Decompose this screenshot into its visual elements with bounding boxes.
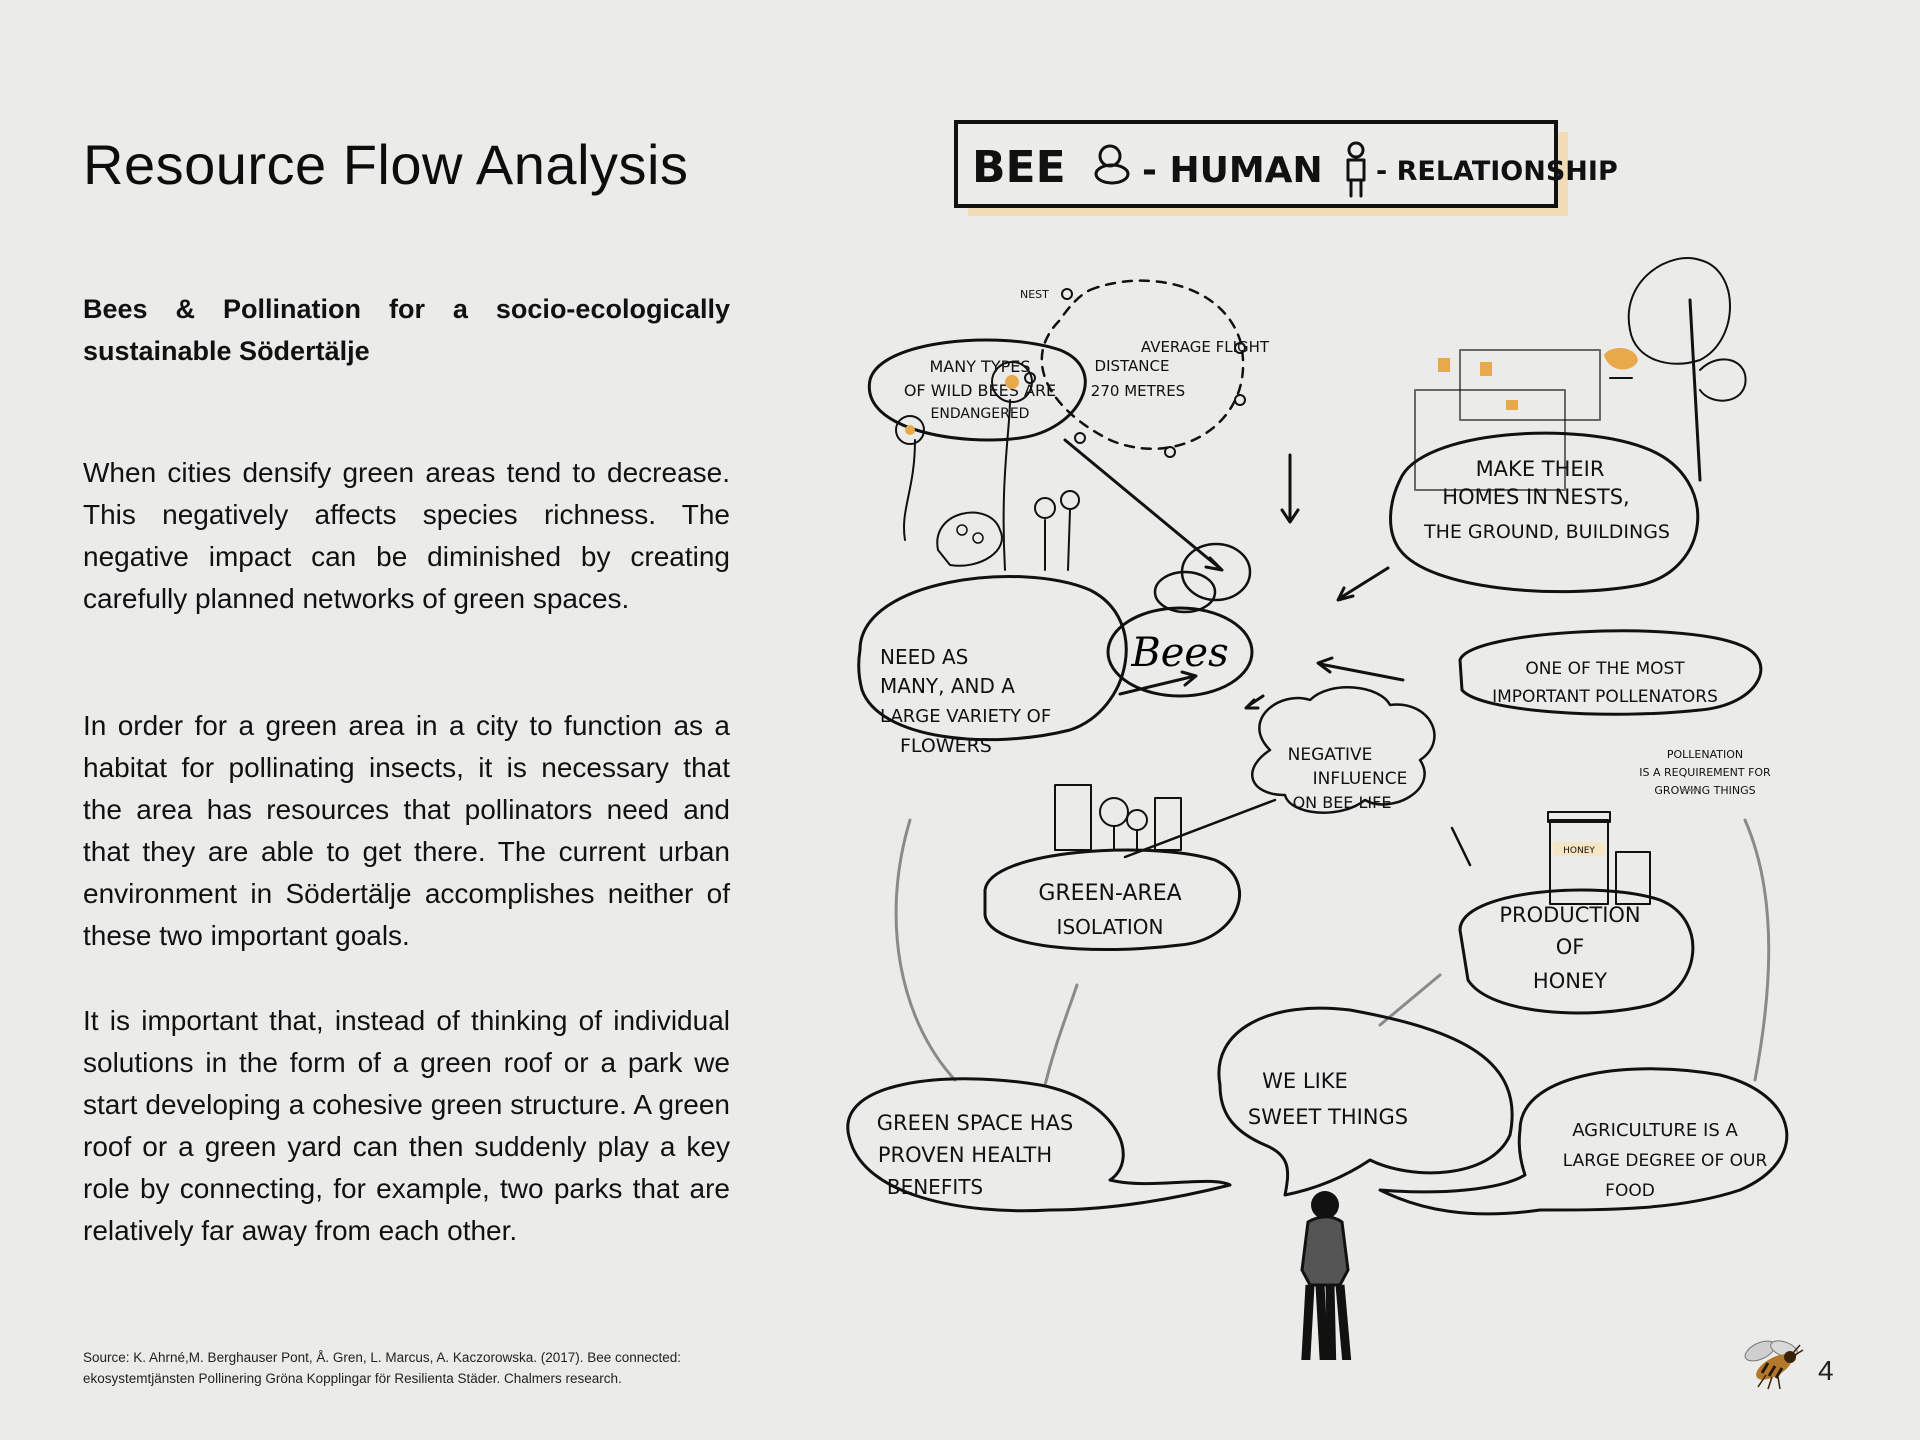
flowers-line-3: LARGE VARIETY OF	[880, 706, 1051, 727]
pollinators-line-2: IMPORTANT POLLENATORS	[1492, 687, 1718, 707]
honey-jars-sketch: HONEY	[1547, 811, 1651, 905]
arrows-to-bees	[1063, 438, 1472, 867]
pollenation-line-1: POLLENATION	[1667, 748, 1743, 761]
negative-influence-cloud: NEGATIVE INFLUENCE ON BEE LIFE	[1251, 686, 1436, 814]
diagram-title-human: - HUMAN	[1142, 150, 1323, 191]
pollinators-line-1: ONE OF THE MOST	[1525, 659, 1685, 679]
bees-center-node: Bees	[1106, 542, 1254, 698]
homes-line-2: HOMES IN NESTS,	[1442, 485, 1629, 509]
page-title: Resource Flow Analysis	[83, 133, 689, 196]
negative-line-1: NEGATIVE	[1288, 745, 1373, 765]
bee-sketch-icon	[1094, 144, 1130, 185]
body-paragraph-2: In order for a green area in a city to f…	[83, 710, 730, 951]
grey-arrows	[894, 789, 1771, 1087]
pollinators-bubble: ONE OF THE MOST IMPORTANT POLLENATORS	[1458, 629, 1763, 716]
city-sketch	[1054, 784, 1182, 851]
flowers-line-2: MANY, AND A	[880, 674, 1015, 698]
speech-health: GREEN SPACE HAS PROVEN HEALTH BENEFITS	[846, 1077, 1232, 1213]
human-sketch-icon	[1346, 141, 1366, 198]
pollenation-note: POLLENATION IS A REQUIREMENT FOR GROWING…	[1639, 748, 1771, 797]
body-paragraph-3: It is important that, instead of thinkin…	[83, 1005, 730, 1246]
isolation-line-1: GREEN-AREA	[1038, 881, 1181, 906]
sweet-line-2: SWEET THINGS	[1248, 1105, 1408, 1129]
negative-line-3: ON BEE LIFE	[1293, 793, 1392, 812]
sweet-line-1: WE LIKE	[1262, 1069, 1348, 1093]
page-number: 4	[1818, 1355, 1834, 1386]
tree-building-sketch	[1414, 257, 1747, 491]
pollenation-line-3: GROWING THINGS	[1654, 784, 1755, 797]
isolation-bubble: GREEN-AREA ISOLATION	[983, 848, 1241, 952]
endangered-line-1: MANY TYPES	[929, 357, 1030, 376]
agriculture-line-2: LARGE DEGREE OF OUR	[1563, 1151, 1768, 1171]
flowers-line-4: FLOWERS	[900, 735, 992, 757]
diagram-title-box: BEE - HUMAN - RELATIONSHIP	[954, 120, 1618, 216]
human-figure-sketch	[1300, 1191, 1352, 1360]
flowers-sketch	[895, 361, 1080, 571]
negative-line-2: INFLUENCE	[1313, 769, 1408, 789]
honey-line-1: PRODUCTION	[1499, 903, 1640, 927]
diagram-title-bee: BEE	[972, 142, 1066, 193]
endangered-line-2: OF WILD BEES ARE	[904, 381, 1056, 400]
agriculture-line-3: FOOD	[1605, 1181, 1655, 1201]
homes-line-1: MAKE THEIR	[1476, 457, 1605, 481]
page-subtitle: Bees & Pollination for a socio-ecologica…	[83, 294, 730, 366]
nest-label: NEST	[1020, 288, 1049, 301]
body-paragraph-1: When cities densify green areas tend to …	[83, 457, 730, 614]
pollenation-line-2: IS A REQUIREMENT FOR	[1639, 766, 1771, 779]
bee-human-relationship-diagram: BEE - HUMAN - RELATIONSHIP NEST AVERAG	[846, 120, 1789, 1360]
homes-line-3: THE GROUND, BUILDINGS	[1423, 521, 1670, 543]
honey-bubble: PRODUCTION OF HONEY	[1458, 888, 1695, 1015]
flight-line-1: AVERAGE FLIGHT	[1141, 338, 1270, 356]
bee-logo-icon	[1744, 1340, 1804, 1390]
endangered-bubble: MANY TYPES OF WILD BEES ARE ENDANGERED	[867, 338, 1087, 442]
bees-label: Bees	[1130, 630, 1228, 676]
health-line-2: PROVEN HEALTH	[878, 1143, 1052, 1167]
speech-agriculture: AGRICULTURE IS A LARGE DEGREE OF OUR FOO…	[1378, 1067, 1789, 1216]
flight-distance-loop: NEST AVERAGE FLIGHT DISTANCE 270 METRES	[1020, 279, 1270, 458]
diagram-title-relationship: - RELATIONSHIP	[1376, 156, 1618, 187]
honey-line-3: HONEY	[1533, 969, 1607, 993]
endangered-line-3: ENDANGERED	[931, 406, 1030, 422]
flowers-bubble: NEED AS MANY, AND A LARGE VARIETY OF FLO…	[857, 575, 1128, 757]
honey-line-2: OF	[1556, 935, 1585, 959]
honey-jar-label: HONEY	[1563, 846, 1595, 856]
health-line-3: BENEFITS	[887, 1175, 983, 1199]
health-line-1: GREEN SPACE HAS	[877, 1111, 1074, 1135]
flight-line-2: DISTANCE	[1095, 357, 1170, 375]
flight-line-3: 270 METRES	[1091, 382, 1185, 400]
speech-sweet: WE LIKE SWEET THINGS	[1217, 1006, 1514, 1197]
isolation-line-2: ISOLATION	[1057, 915, 1164, 939]
homes-bubble: MAKE THEIR HOMES IN NESTS, THE GROUND, B…	[1389, 431, 1700, 594]
agriculture-line-1: AGRICULTURE IS A	[1572, 1120, 1738, 1141]
source-citation: Source: K. Ahrné,M. Berghauser Pont, Å. …	[83, 1350, 682, 1386]
flowers-line-1: NEED AS	[880, 645, 968, 669]
